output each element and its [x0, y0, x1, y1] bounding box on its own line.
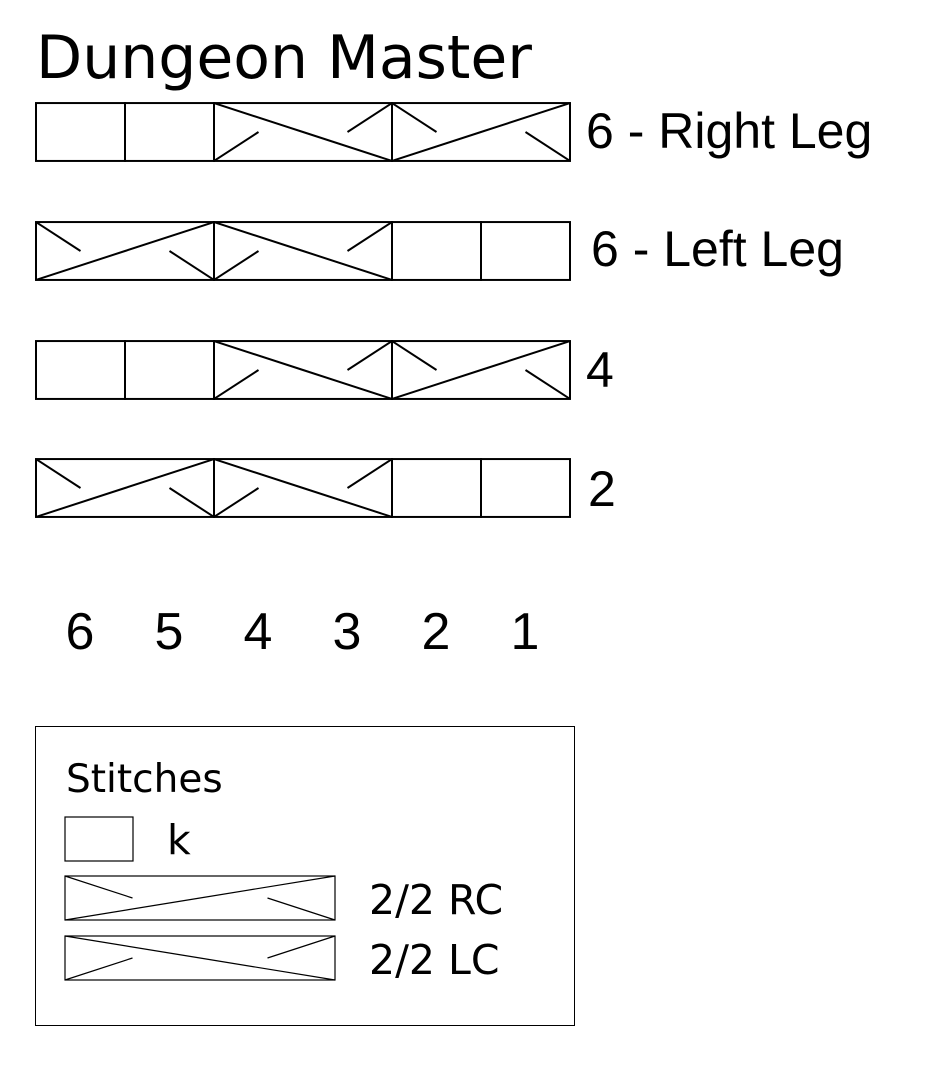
- row-2-stitch-4-knit: [480, 221, 572, 281]
- chart-row-3: [35, 340, 571, 400]
- column-number-2: 2: [421, 603, 451, 661]
- chart-title: Dungeon Master: [36, 23, 532, 93]
- legend-symbol-shape-right-cross: [64, 875, 336, 921]
- chart-row-1: [35, 102, 571, 162]
- row-4-stitch-4-knit: [480, 458, 572, 518]
- legend-knit-symbol: [64, 816, 134, 862]
- row-2-stitch-2-left-cross: [213, 221, 393, 281]
- legend-rc-label: 2/2 RC: [369, 876, 504, 924]
- row-4-stitch-1-right-cross: [35, 458, 215, 518]
- row-label-1: 6 - Right Leg: [586, 103, 873, 159]
- chart-row-4: [35, 458, 572, 518]
- column-number-5: 5: [154, 603, 184, 661]
- legend-rc-symbol: [64, 875, 336, 921]
- row-label-3: 4: [586, 342, 614, 398]
- legend-symbol-shape-left-cross: [64, 935, 336, 981]
- row-3-stitch-1-knit: [35, 340, 126, 400]
- row-4-stitch-3-knit: [391, 458, 482, 518]
- row-label-2: 6 - Left Leg: [591, 221, 844, 277]
- legend-heading: Stitches: [66, 757, 223, 802]
- row-2-stitch-3-knit: [391, 221, 482, 281]
- legend-knit-label: k: [167, 816, 191, 864]
- column-number-4: 4: [243, 603, 273, 661]
- row-1-stitch-3-left-cross: [213, 102, 393, 162]
- column-number-3: 3: [332, 603, 362, 661]
- column-number-6: 6: [65, 603, 95, 661]
- row-label-4: 2: [588, 461, 616, 517]
- legend-lc-label: 2/2 LC: [369, 936, 500, 984]
- row-3-stitch-2-knit: [124, 340, 215, 400]
- row-4-stitch-2-left-cross: [213, 458, 393, 518]
- row-3-stitch-3-left-cross: [213, 340, 393, 400]
- legend-symbol-shape-knit: [64, 816, 134, 862]
- row-2-stitch-1-right-cross: [35, 221, 215, 281]
- row-3-stitch-4-right-cross: [391, 340, 571, 400]
- chart-row-2: [35, 221, 572, 281]
- legend-lc-symbol: [64, 935, 336, 981]
- legend-box: [35, 726, 575, 1026]
- row-1-stitch-1-knit: [35, 102, 126, 162]
- row-1-stitch-4-right-cross: [391, 102, 571, 162]
- row-1-stitch-2-knit: [124, 102, 215, 162]
- column-number-1: 1: [510, 603, 540, 661]
